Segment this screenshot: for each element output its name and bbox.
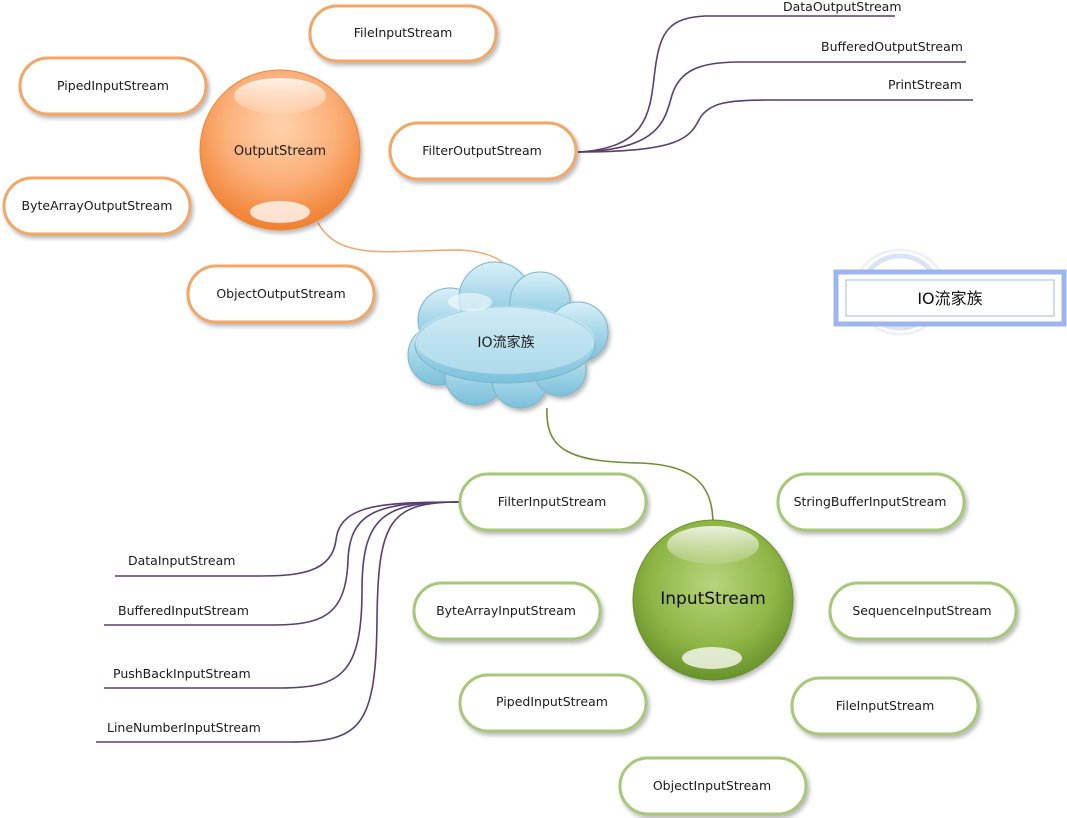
input-children: FilterInputStream StringBufferInputStrea… [412, 472, 1018, 816]
node-output-object[interactable]: ObjectOutputStream [186, 264, 376, 324]
node-output-stream-label: OutputStream [234, 144, 326, 159]
leaf-data-input-stream: DataInputStream [128, 553, 235, 568]
output-children: FileInputStream PipedInputStream ByteArr… [2, 4, 578, 324]
legend-label: IO流家族 [917, 289, 982, 308]
leaf-print-stream: PrintStream [888, 77, 962, 92]
node-input-stringbuffer[interactable]: StringBufferInputStream [776, 472, 966, 532]
node-output-piped-label: PipedInputStream [57, 78, 169, 93]
connector-filter-in-2 [104, 501, 461, 689]
node-input-sequence[interactable]: SequenceInputStream [828, 581, 1018, 641]
leaf-linenumber-input-stream: LineNumberInputStream [107, 720, 261, 735]
node-input-sequence-label: SequenceInputStream [852, 603, 991, 618]
node-input-bytearray[interactable]: ByteArrayInputStream [412, 581, 602, 641]
node-output-bytearray[interactable]: ByteArrayOutputStream [2, 176, 192, 236]
node-output-filter[interactable]: FilterOutputStream [388, 121, 578, 181]
input-filter-children: DataInputStream BufferedInputStream Push… [107, 553, 261, 735]
node-output-object-label: ObjectOutputStream [216, 286, 345, 301]
connector-filter-in-3 [96, 501, 461, 743]
leaf-pushback-input-stream: PushBackInputStream [113, 666, 251, 681]
legend-box: IO流家族 [833, 248, 1067, 336]
node-output-file[interactable]: FileInputStream [308, 4, 498, 63]
leaf-buffered-input-stream: BufferedInputStream [118, 603, 249, 618]
node-input-file-label: FileInputStream [836, 698, 935, 713]
connector-filter-in-0 [115, 501, 461, 577]
node-output-stream[interactable]: OutputStream [199, 69, 361, 231]
node-root-label: IO流家族 [477, 334, 534, 351]
connector-filter-in-1 [104, 501, 461, 626]
output-filter-children: DataOutputStream BufferedOutputStream Pr… [783, 0, 963, 92]
leaf-buffered-output-stream: BufferedOutputStream [821, 39, 963, 54]
node-output-piped[interactable]: PipedInputStream [18, 56, 208, 116]
node-output-file-label: FileInputStream [354, 25, 453, 40]
node-root-cloud[interactable]: IO流家族 [407, 261, 609, 409]
node-input-bytearray-label: ByteArrayInputStream [436, 603, 576, 618]
connector-cloud-input [546, 407, 714, 526]
connector-filter-out-1 [577, 61, 966, 153]
node-input-file[interactable]: FileInputStream [790, 676, 980, 736]
node-input-filter[interactable]: FilterInputStream [458, 472, 648, 532]
connector-filter-out-0 [577, 15, 895, 153]
node-input-object-label: ObjectInputStream [653, 778, 771, 793]
node-input-stringbuffer-label: StringBufferInputStream [794, 494, 947, 509]
node-input-object[interactable]: ObjectInputStream [618, 756, 808, 816]
node-input-piped-label: PipedInputStream [496, 694, 608, 709]
leaf-data-output-stream: DataOutputStream [783, 0, 902, 14]
connectors [96, 15, 973, 743]
node-input-stream[interactable]: InputStream [632, 519, 794, 681]
node-output-filter-label: FilterOutputStream [422, 143, 542, 158]
connector-filter-out-2 [577, 99, 973, 153]
node-input-filter-label: FilterInputStream [498, 494, 607, 509]
node-input-stream-label: InputStream [660, 589, 766, 609]
node-input-piped[interactable]: PipedInputStream [458, 673, 648, 733]
node-output-bytearray-label: ByteArrayOutputStream [22, 198, 173, 213]
